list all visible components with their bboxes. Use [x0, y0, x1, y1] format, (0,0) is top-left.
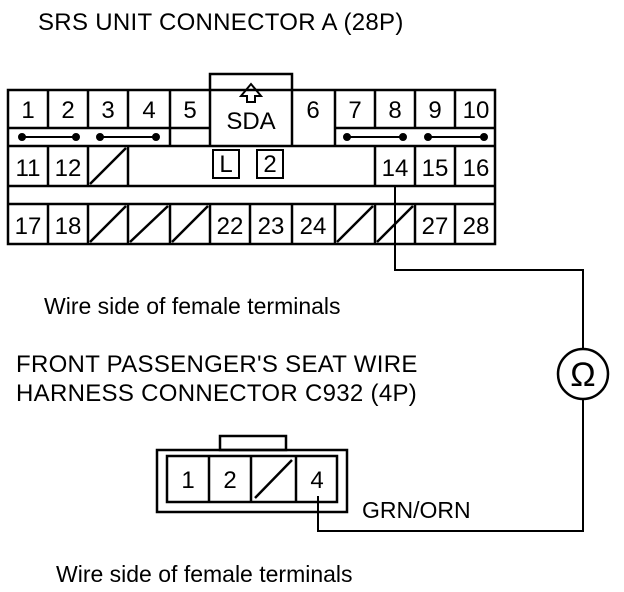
terminal-label: 4 — [142, 97, 155, 124]
terminal-label: 24 — [300, 213, 327, 240]
c932-outline — [155, 448, 349, 514]
terminal-label: 8 — [388, 97, 401, 124]
connector-a-row1: 1 2 3 4 5 6 7 8 9 10 — [21, 97, 489, 124]
c932-latch — [218, 434, 288, 452]
connector-a-outline — [6, 88, 497, 246]
terminal-label: 6 — [306, 97, 319, 124]
connector-c932-caption: Wire side of female terminals — [56, 561, 353, 587]
terminal-label: 2 — [61, 97, 74, 124]
lock-l-box — [212, 149, 240, 179]
terminal-label: 10 — [463, 97, 490, 124]
wire-a14-to-meter — [394, 186, 584, 349]
terminal-label: 3 — [101, 97, 114, 124]
shorting-bars — [18, 133, 488, 141]
c932-terminal-label: 2 — [223, 467, 236, 494]
ohm-symbol: Ω — [570, 356, 595, 394]
terminal-label: 14 — [382, 155, 409, 182]
empty-cavity-19 — [89, 205, 127, 243]
terminal-label: 9 — [428, 97, 441, 124]
empty-cavity-21 — [171, 205, 209, 243]
terminal-label: 27 — [422, 213, 449, 240]
terminal-label: 28 — [463, 213, 490, 240]
terminal-label: 11 — [16, 155, 41, 182]
empty-cavity-20 — [129, 205, 169, 243]
terminal-label: 15 — [422, 155, 449, 182]
terminal-label: 7 — [348, 97, 361, 124]
connector-a-title: SRS UNIT CONNECTOR A (28P) — [38, 9, 404, 36]
c932-terminal-label: 4 — [310, 467, 323, 494]
lock-2-box — [256, 149, 284, 179]
connector-c932 — [155, 434, 349, 514]
wire-color-label: GRN/ORN — [362, 497, 471, 523]
c932-terminal-label: 1 — [181, 467, 194, 494]
empty-cavity-25 — [336, 205, 374, 243]
c932-empty-cavity-3 — [254, 459, 293, 499]
connector-a-row3: 17 18 22 23 24 27 28 — [15, 213, 490, 240]
connector-c932-title-line2: HARNESS CONNECTOR C932 (4P) — [16, 380, 417, 407]
connector-a-caption: Wire side of female terminals — [44, 293, 341, 319]
terminal-label: 12 — [55, 155, 82, 182]
lock-2-label: 2 — [263, 151, 276, 178]
connector-c932-title-line1: FRONT PASSENGER'S SEAT WIRE — [16, 351, 418, 378]
connector-a-top-tab — [208, 72, 294, 90]
terminal-label: 23 — [258, 213, 285, 240]
terminal-label: 18 — [55, 213, 82, 240]
ohmmeter-icon — [556, 347, 610, 401]
empty-cavity-13 — [89, 147, 127, 185]
sda-label: SDA — [226, 108, 275, 135]
wire-meter-to-c932-4 — [317, 399, 584, 532]
terminal-label: 22 — [217, 213, 244, 240]
terminal-label: 16 — [463, 155, 490, 182]
connector-a-row2: 11 12 14 15 16 — [16, 155, 490, 182]
lock-l-label: L — [219, 151, 232, 178]
terminal-label: 5 — [183, 97, 196, 124]
test-wiring — [317, 186, 584, 532]
terminal-label: 1 — [21, 97, 34, 124]
terminal-label: 17 — [15, 213, 42, 240]
srs-connector-a — [6, 72, 497, 246]
up-arrow-icon — [238, 82, 264, 103]
